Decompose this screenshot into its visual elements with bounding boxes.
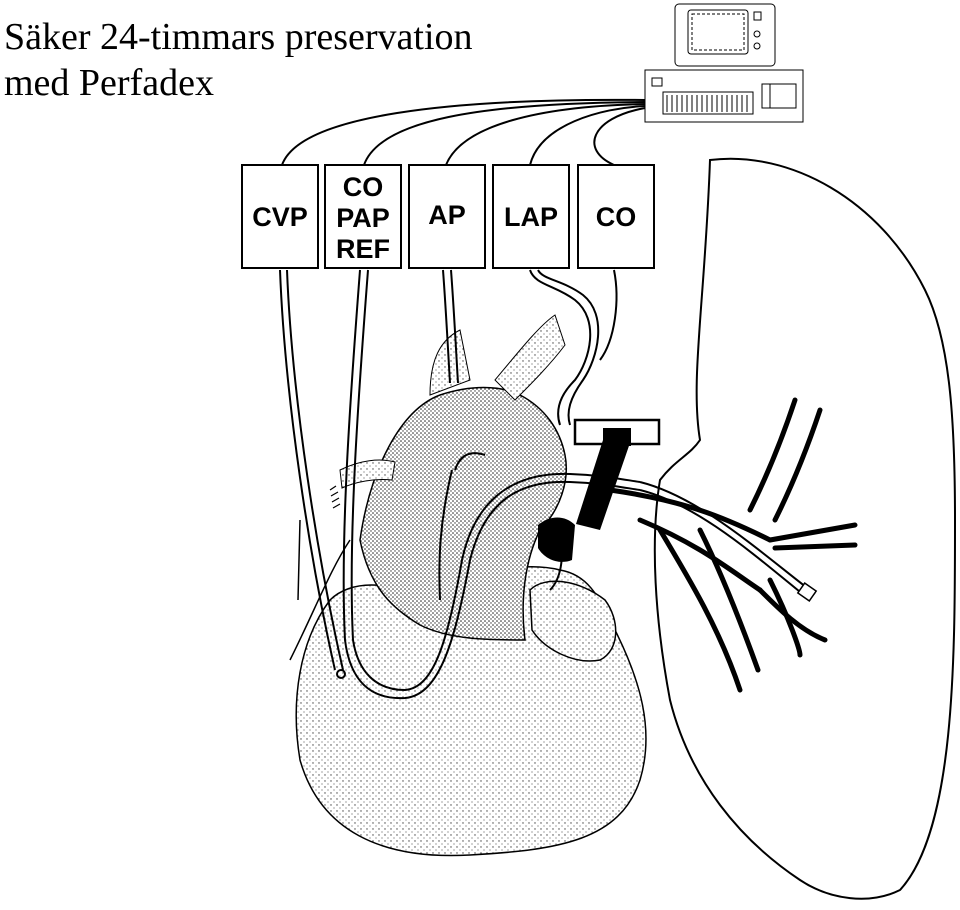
box-label: REF bbox=[336, 234, 390, 264]
box-co: CO bbox=[577, 164, 655, 269]
left-lines bbox=[289, 485, 351, 661]
bronchi bbox=[607, 397, 858, 693]
box-co-pap-ref: CO PAP REF bbox=[324, 164, 402, 269]
lung-illustration bbox=[653, 157, 957, 900]
measurement-boxes: CVP CO PAP REF AP LAP CO bbox=[241, 164, 655, 269]
catheters bbox=[279, 269, 816, 700]
diagram-title: Säker 24-timmars preservation med Perfad… bbox=[4, 14, 473, 106]
title-line-2: med Perfadex bbox=[4, 62, 214, 104]
box-label: CO bbox=[596, 202, 637, 232]
probe-tip bbox=[796, 582, 818, 602]
box-label: CO bbox=[343, 172, 384, 202]
box-label: PAP bbox=[336, 203, 390, 233]
clamp-icon bbox=[573, 418, 661, 530]
box-label: CVP bbox=[252, 202, 308, 232]
box-cvp: CVP bbox=[241, 164, 319, 269]
monitor-icon bbox=[644, 3, 804, 123]
heart-illustration bbox=[295, 314, 647, 857]
box-label: AP bbox=[428, 200, 466, 230]
box-label: LAP bbox=[504, 202, 558, 232]
monitor-cables bbox=[281, 98, 646, 166]
box-ap: AP bbox=[408, 164, 486, 269]
title-line-1: Säker 24-timmars preservation bbox=[4, 16, 473, 58]
box-lap: LAP bbox=[492, 164, 570, 269]
